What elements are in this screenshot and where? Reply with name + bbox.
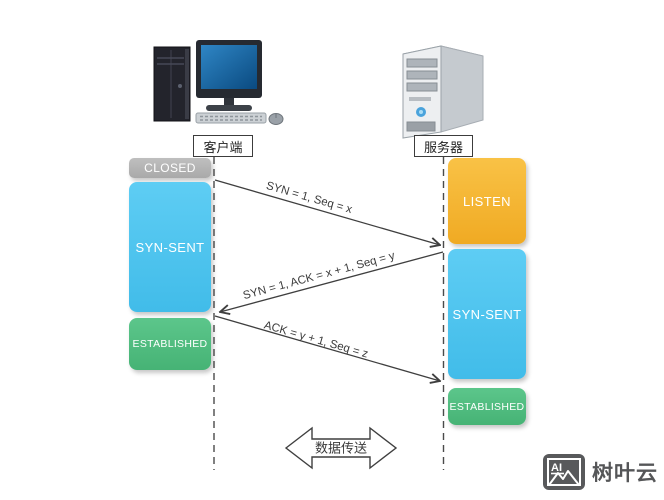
message-label-synack: SYN = 1, ACK = x + 1, Seq = y	[242, 250, 397, 302]
server-node-label: 服务器	[414, 135, 473, 157]
client-state-closed-text: CLOSED	[144, 161, 196, 175]
client-state-closed: CLOSED	[129, 158, 211, 178]
client-node-label-text: 客户端	[203, 139, 243, 155]
watermark-logo: AI 树叶云	[543, 454, 658, 490]
message-arrow-ack	[214, 315, 440, 381]
server-state-syn-sent: SYN-SENT	[448, 249, 526, 379]
server-state-listen-text: LISTEN	[463, 193, 511, 209]
data-transfer-arrow-icon	[284, 426, 398, 470]
client-state-established-text: ESTABLISHED	[132, 338, 208, 350]
client-state-syn-sent: SYN-SENT	[129, 182, 211, 312]
client-state-syn-sent-text: SYN-SENT	[135, 239, 205, 255]
server-tower-icon	[402, 45, 484, 139]
client-computer-icon	[153, 40, 284, 125]
client-state-established: ESTABLISHED	[129, 318, 211, 370]
message-arrow-syn	[214, 179, 440, 245]
watermark-logo-icon: AI	[543, 454, 585, 490]
watermark-ai-text: AI	[551, 462, 562, 474]
watermark-brand-text: 树叶云	[592, 462, 658, 485]
message-arrow-synack	[220, 251, 444, 312]
server-state-syn-sent-text: SYN-SENT	[452, 306, 522, 322]
server-state-listen: LISTEN	[448, 158, 526, 244]
message-label-ack: ACK = y + 1, Seq = z	[263, 319, 370, 360]
server-state-established: ESTABLISHED	[448, 388, 526, 425]
server-node-label-text: 服务器	[423, 139, 463, 155]
client-node-label: 客户端	[193, 135, 253, 157]
data-transfer-label: 数据传送	[315, 440, 367, 455]
server-state-established-text: ESTABLISHED	[449, 400, 525, 413]
